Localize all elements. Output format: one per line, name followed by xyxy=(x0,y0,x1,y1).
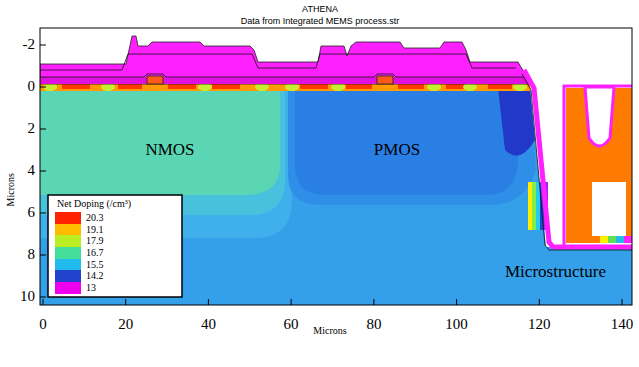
doping-stripe xyxy=(624,236,632,243)
legend-swatch xyxy=(55,235,81,247)
legend-title: Net Doping (/cm³) xyxy=(57,198,131,210)
oxide-layer xyxy=(40,77,528,84)
doping-stripe xyxy=(616,236,624,243)
y-axis-title: Microns xyxy=(5,173,17,206)
doping-stripes xyxy=(600,236,632,243)
legend-value: 15.5 xyxy=(86,259,104,271)
x-axis-ticks xyxy=(43,299,622,305)
x-tick-label: 40 xyxy=(201,316,216,333)
plot-ground xyxy=(40,28,632,305)
y-tick-label: 8 xyxy=(28,246,36,263)
legend-value: 19.1 xyxy=(86,224,104,236)
trench-boundary xyxy=(522,74,632,250)
y-tick-label: 0 xyxy=(28,78,36,95)
legend-value: 13 xyxy=(86,282,96,294)
legend-box xyxy=(48,195,182,297)
legend-value: 17.9 xyxy=(86,235,104,247)
region-label: PMOS xyxy=(374,140,420,160)
microstructure-cavity xyxy=(592,182,626,236)
plot-title: ATHENA xyxy=(302,4,338,14)
doping-stripe xyxy=(536,182,540,230)
well-contour xyxy=(288,87,536,205)
well-contour xyxy=(498,88,535,156)
y-tick-label: 6 xyxy=(28,204,36,221)
doping-stripe xyxy=(528,182,532,230)
x-axis-title: Microns xyxy=(313,325,346,337)
nmos-well xyxy=(40,87,280,195)
y-axis-ticks xyxy=(40,45,46,297)
oxide-stack xyxy=(40,36,531,84)
plot-frame xyxy=(40,28,632,305)
region-label: Microstructure xyxy=(505,262,606,282)
x-tick-label: 0 xyxy=(39,316,47,333)
y-tick-label: -2 xyxy=(23,36,36,53)
layer-boundary xyxy=(40,54,516,70)
legend-swatch xyxy=(55,212,81,224)
legend-swatch xyxy=(55,247,81,259)
cross-section xyxy=(40,28,632,305)
microstructure-poly xyxy=(566,88,632,243)
legend-swatch xyxy=(55,270,81,282)
legend-value: 16.7 xyxy=(86,247,104,259)
layer-boundary xyxy=(40,74,524,77)
plot-subtitle: Data from Integrated MEMS process.str xyxy=(241,16,400,26)
gate-poly xyxy=(377,76,393,84)
x-tick-label: 100 xyxy=(445,316,468,333)
legend-value: 20.3 xyxy=(86,212,104,224)
trench-oxide xyxy=(524,70,632,247)
doping-stripe xyxy=(608,236,616,243)
doping-stripe xyxy=(532,182,536,230)
microstructure-oxide xyxy=(564,86,632,245)
pmos-well xyxy=(295,87,518,195)
legend-swatch xyxy=(55,224,81,236)
x-tick-label: 140 xyxy=(611,316,634,333)
gate-poly xyxy=(147,76,163,84)
microstructure-notch xyxy=(585,87,614,146)
x-tick-label: 20 xyxy=(118,316,133,333)
x-tick-label: 80 xyxy=(366,316,381,333)
y-tick-label: 2 xyxy=(28,120,36,137)
legend-swatch xyxy=(55,259,81,271)
surface-doping xyxy=(40,84,530,91)
x-tick-label: 60 xyxy=(284,316,299,333)
doping-stripe xyxy=(600,236,608,243)
y-tick-label: 10 xyxy=(20,288,35,305)
x-tick-label: 120 xyxy=(528,316,551,333)
region-label: NMOS xyxy=(145,140,194,160)
y-tick-label: 4 xyxy=(28,162,36,179)
legend-swatch xyxy=(55,282,81,294)
legend-value: 14.2 xyxy=(86,270,104,282)
